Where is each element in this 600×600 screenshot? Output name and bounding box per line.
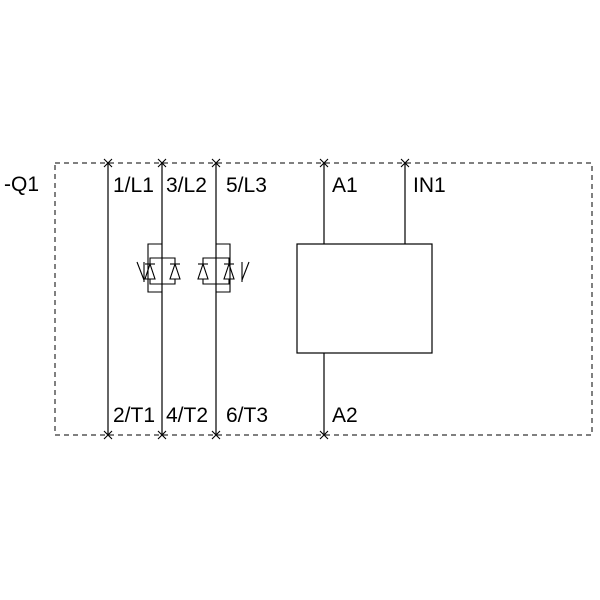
terminal-markers-bottom [103, 430, 329, 440]
terminal-label-in1: IN1 [413, 174, 446, 197]
terminal-label-5-l3: 5/L3 [226, 174, 267, 197]
thyristor-pair-icon [136, 243, 181, 293]
terminal-label-a2: A2 [332, 404, 358, 427]
terminal-label-6-t3: 6/T3 [226, 404, 268, 427]
terminal-label-1-l1: 1/L1 [113, 174, 154, 197]
terminal-label-2-t1: 2/T1 [113, 404, 155, 427]
terminal-label-3-l2: 3/L2 [166, 174, 207, 197]
terminal-label-4-t2: 4/T2 [166, 404, 208, 427]
terminal-markers-top [103, 158, 410, 168]
thyristor-pair-icon [197, 243, 250, 293]
control-unit-box [296, 243, 433, 354]
terminal-label-a1: A1 [332, 174, 358, 197]
device-tag: -Q1 [4, 173, 39, 196]
